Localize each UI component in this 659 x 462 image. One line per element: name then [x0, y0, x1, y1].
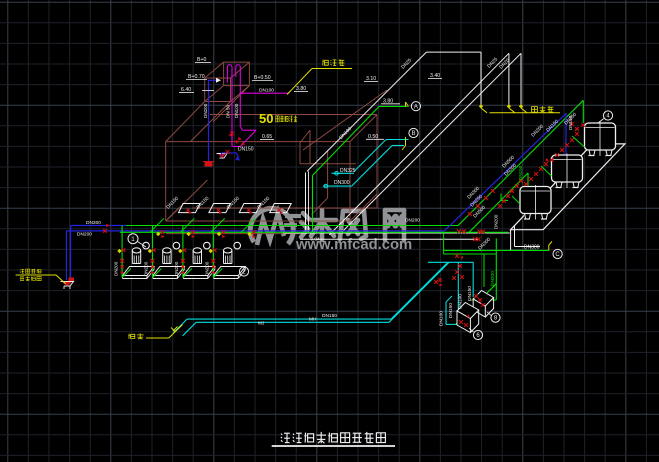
svg-text:B: B — [411, 131, 415, 137]
svg-text:DN200: DN200 — [113, 261, 118, 276]
svg-text:DN150: DN150 — [238, 147, 254, 153]
svg-text:DN100: DN100 — [259, 88, 274, 94]
svg-text:MH: MH — [309, 317, 317, 323]
svg-text:DN 50: DN 50 — [226, 105, 231, 118]
svg-text:MJ: MJ — [258, 321, 265, 327]
svg-text:6.40: 6.40 — [181, 87, 191, 93]
svg-text:3.40: 3.40 — [430, 73, 440, 79]
svg-text:C: C — [555, 252, 560, 258]
svg-text:DN150: DN150 — [467, 286, 473, 301]
svg-text:B+0.70: B+0.70 — [188, 74, 205, 80]
svg-text:DN300: DN300 — [524, 245, 540, 251]
svg-text:3.10: 3.10 — [366, 76, 376, 82]
svg-text:2: 2 — [242, 270, 246, 276]
svg-text:-0.04: -0.04 — [309, 237, 320, 242]
svg-text:DN100: DN100 — [439, 311, 445, 326]
svg-text:8: 8 — [494, 316, 498, 322]
svg-text:A: A — [414, 104, 418, 110]
svg-text:DN300: DN300 — [490, 271, 496, 286]
svg-text:DN100: DN100 — [458, 294, 464, 309]
svg-text:DN200: DN200 — [144, 261, 149, 276]
svg-text:DN100: DN100 — [234, 103, 239, 118]
svg-text:DN200: DN200 — [205, 261, 210, 276]
svg-text:DN150: DN150 — [322, 313, 337, 319]
svg-text:DN200: DN200 — [174, 261, 179, 276]
svg-text:DN300: DN300 — [334, 180, 350, 186]
svg-text:3.80: 3.80 — [383, 99, 393, 105]
svg-text:DN150: DN150 — [448, 303, 454, 318]
svg-text:0.65: 0.65 — [262, 134, 272, 140]
svg-text:6: 6 — [476, 333, 480, 339]
svg-text:1: 1 — [131, 237, 135, 243]
svg-text:DN200: DN200 — [405, 218, 420, 224]
svg-text:50: 50 — [259, 111, 273, 126]
svg-text:DN150: DN150 — [518, 165, 523, 180]
svg-text:DN200: DN200 — [494, 214, 499, 229]
svg-text:DN300: DN300 — [86, 220, 101, 226]
svg-text:0.50: 0.50 — [368, 134, 378, 140]
svg-text:DN25: DN25 — [486, 56, 499, 69]
svg-text:B+0.50: B+0.50 — [254, 75, 271, 81]
svg-text:4: 4 — [606, 114, 610, 120]
svg-text:www.mfcad.com: www.mfcad.com — [295, 237, 412, 253]
svg-text:DN325: DN325 — [340, 168, 356, 174]
svg-text:DN200: DN200 — [77, 232, 92, 238]
svg-text:B+0: B+0 — [197, 57, 206, 63]
svg-text:DN200: DN200 — [203, 103, 208, 118]
svg-text:3.80: 3.80 — [296, 86, 306, 92]
svg-text:DN150: DN150 — [568, 115, 573, 130]
